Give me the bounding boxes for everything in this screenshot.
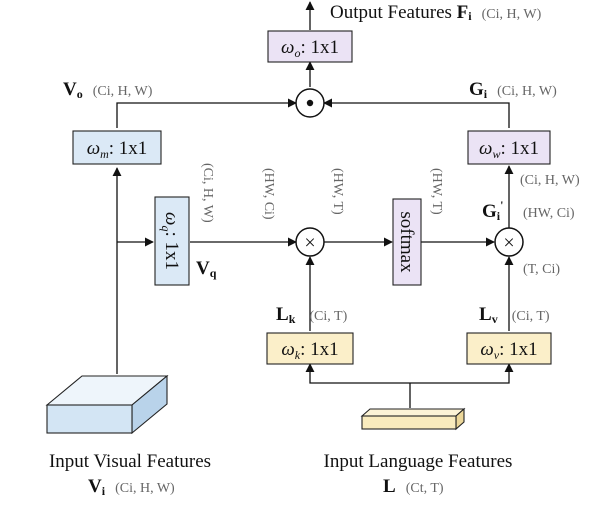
svg-text:×: × (304, 232, 315, 254)
wm-conv-label: ωm: 1x1 (87, 138, 148, 161)
hadamard-product-op (295, 88, 325, 118)
wq-conv-label: ωq: 1x1 (159, 212, 182, 270)
gi-prime-label: Gi' (482, 198, 503, 223)
ww-out-dims: (Ci, H, W) (520, 173, 580, 188)
visual-features-block-icon (45, 374, 169, 435)
output-label: Output Features Fi(Ci, H, W) (330, 2, 542, 23)
connections (112, 1, 514, 408)
wk-conv-box (266, 332, 354, 365)
language-input-symbol: L(Ct, T) (383, 476, 444, 497)
wk-conv-label: ωk: 1x1 (281, 339, 338, 362)
gi-prime-dims: (HW, Ci) (523, 206, 575, 221)
lv-mult-dims: (T, Ci) (523, 262, 560, 277)
wv-conv-label: ωv: 1x1 (480, 339, 537, 362)
vo-label: Vo(Ci, H, W) (63, 79, 153, 101)
gi-top-label: Gi(Ci, H, W) (469, 79, 557, 101)
matmul-op-2: × (494, 227, 524, 257)
arrow-language-to-wv (410, 363, 514, 384)
ww-conv-label: ωw: 1x1 (479, 138, 539, 161)
language-input-title: Input Language Features (324, 451, 513, 472)
visual-input-title: Input Visual Features (49, 451, 211, 472)
wm-conv-box (72, 130, 162, 165)
wo-conv-box (267, 30, 353, 63)
wq-conv-box (154, 196, 190, 286)
visual-input-symbol: Vi(Ci, H, W) (88, 476, 175, 498)
lv-label: Lv(Ci, T) (479, 304, 550, 326)
ww-conv-box (467, 130, 551, 165)
softmax-label: softmax (396, 211, 417, 273)
arrow-language-to-wk (305, 363, 410, 384)
arrow-vo-to-hadamard (116, 98, 297, 128)
vq-label: Vq (196, 258, 217, 280)
wq-in-dims: (Ci, H, W) (200, 163, 215, 223)
svg-text:×: × (503, 232, 514, 254)
wo-conv-label: ωo: 1x1 (281, 37, 339, 60)
matmul-op-1: × (295, 227, 325, 257)
lk-label: Lk(Ci, T) (276, 304, 348, 326)
language-features-block-icon (360, 407, 466, 431)
arrow-gi-to-hadamard (323, 98, 510, 128)
wv-conv-box (466, 332, 552, 365)
attn-dims: (HW, T) (330, 168, 345, 215)
softmax-out-dims: (HW, T) (429, 168, 444, 215)
vq-dims: (HW, Ci) (261, 168, 276, 220)
softmax-box (392, 198, 422, 286)
